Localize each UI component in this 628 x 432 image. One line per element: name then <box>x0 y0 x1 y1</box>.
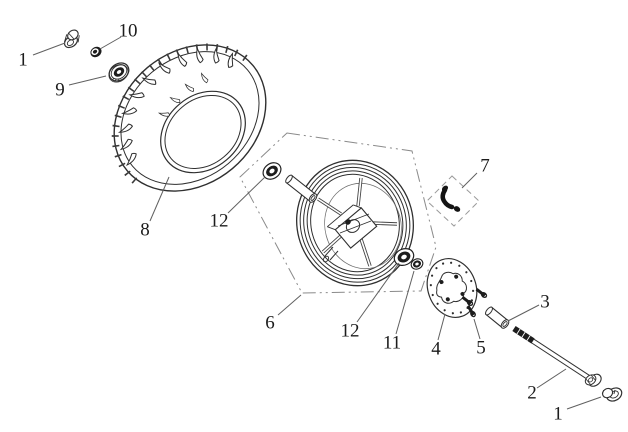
tire-valve-drawing <box>426 175 480 227</box>
wheel-rim-drawing <box>296 159 414 287</box>
leader-lines <box>32 36 602 410</box>
disc-bolts-drawing <box>461 287 488 318</box>
wheel-bearing-right-drawing <box>393 248 415 266</box>
callout-label-9: 9 <box>55 79 65 101</box>
axle-spacer-drawing <box>485 306 510 329</box>
callout-label-12-right: 12 <box>340 320 360 342</box>
axle-cap-nut-top-drawing <box>63 29 80 49</box>
callout-label-10: 10 <box>118 20 138 42</box>
disc-bolt-holes <box>439 274 465 302</box>
callout-label-7: 7 <box>480 155 490 177</box>
callout-label-2: 2 <box>527 382 537 404</box>
axle-sleeve-drawing <box>285 174 318 203</box>
tread-edge-ticks <box>111 43 252 184</box>
callout-label-5: 5 <box>476 337 486 359</box>
dust-seal-drawing <box>108 62 130 83</box>
tread-pattern <box>117 47 234 167</box>
callout-label-8: 8 <box>140 219 150 241</box>
wheel-spokes <box>317 177 398 267</box>
callout-label-12-left: 12 <box>209 210 229 232</box>
axle-cap-nut-bottom-drawing <box>601 387 623 402</box>
callout-label-1-bottom: 1 <box>553 403 563 425</box>
front-axle-drawing <box>512 325 602 387</box>
callout-label-11: 11 <box>382 332 402 354</box>
wheel-bearing-left-drawing <box>262 162 282 180</box>
callout-label-6: 6 <box>265 312 275 334</box>
assembly-outline <box>239 132 437 294</box>
callout-label-1-top: 1 <box>18 49 28 71</box>
callout-label-3: 3 <box>540 291 550 313</box>
tire-drawing <box>111 43 267 192</box>
wheel-hub <box>322 204 378 263</box>
callout-label-4: 4 <box>431 338 441 360</box>
brake-disc-drawing <box>426 258 478 318</box>
flange-nut-drawing <box>90 46 102 58</box>
bearing-lock-nut-drawing <box>410 258 424 270</box>
